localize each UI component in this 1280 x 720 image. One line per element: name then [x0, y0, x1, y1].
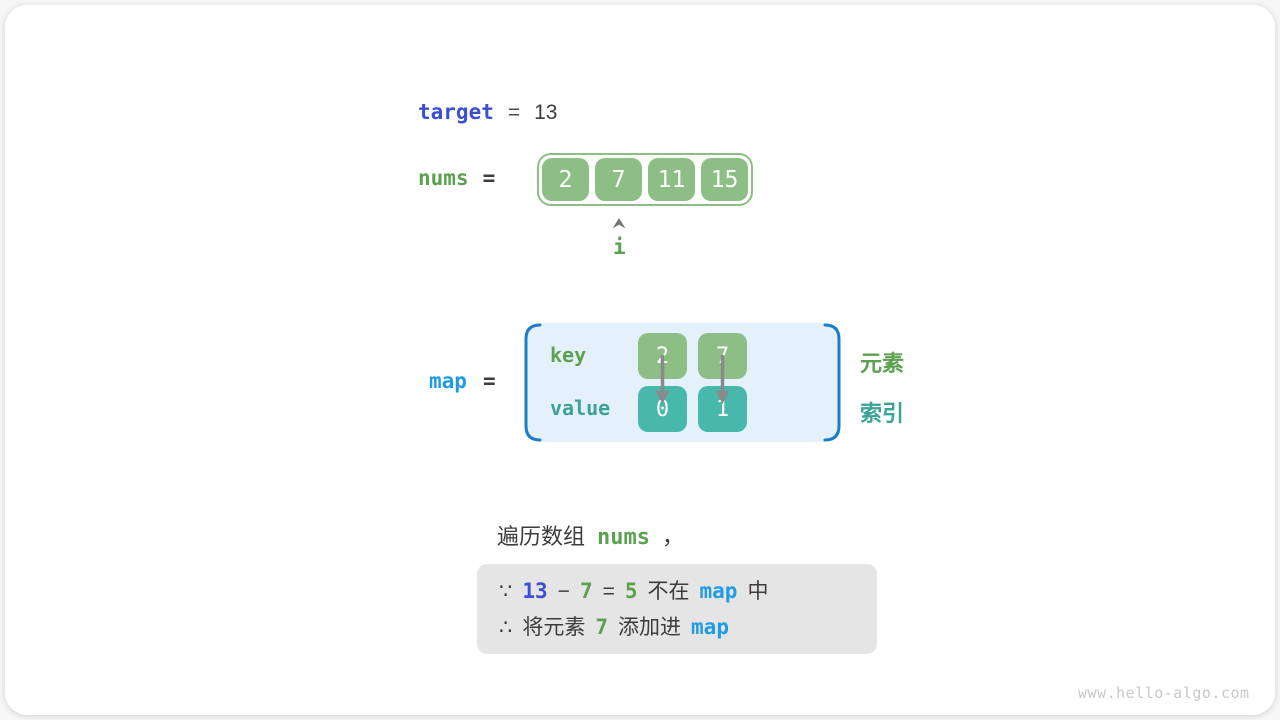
- in-suffix: 中: [747, 580, 769, 603]
- caption-line: 遍历数组 nums ，: [497, 519, 684, 551]
- map-value-row-label: value: [550, 396, 611, 420]
- add-prefix: 将元素: [522, 616, 586, 639]
- add-action: 添加进: [618, 616, 682, 639]
- index-pointer-caret-icon: [611, 217, 627, 229]
- index-side-label: 索引: [860, 401, 905, 426]
- map-expression: map =: [429, 369, 496, 393]
- element-side-label: 元素: [860, 351, 905, 376]
- array-cell: 2: [542, 158, 589, 201]
- target-expression: target = 13: [418, 100, 557, 125]
- watermark: www.hello-algo.com: [1078, 684, 1250, 702]
- equals-sign: =: [507, 101, 521, 124]
- nums-variable: nums: [418, 166, 469, 190]
- added-number: 7: [595, 615, 609, 639]
- target-value: 13: [534, 101, 558, 124]
- map-key-cell: 2: [638, 333, 687, 379]
- map-variable: map: [429, 369, 467, 393]
- note-box: ∵ 13 − 7 = 5 不在 map 中 ∴ 将元素 7 添加进 map: [477, 564, 877, 654]
- caption-prefix: 遍历数组: [497, 524, 586, 549]
- map-right-bracket: [823, 323, 841, 442]
- nums-expression: nums =: [418, 166, 495, 190]
- map-value-cell: 1: [698, 386, 747, 432]
- map-key-row-label: key: [550, 343, 587, 367]
- array-cell: 11: [648, 158, 695, 201]
- map-code: map: [699, 579, 738, 603]
- equals-sign: =: [482, 166, 496, 190]
- not-in-text: 不在: [647, 580, 690, 603]
- array-cell: 15: [701, 158, 748, 201]
- difference: 5: [624, 579, 638, 603]
- equals-sign: =: [602, 580, 615, 603]
- map-code: map: [691, 615, 729, 639]
- therefore-symbol: ∴: [499, 616, 513, 639]
- map-value-cell: 0: [638, 386, 687, 432]
- minus-sign: −: [557, 580, 570, 603]
- equals-sign: =: [482, 369, 496, 393]
- subtrahend: 7: [579, 579, 593, 603]
- map-key-cell: 7: [698, 333, 747, 379]
- caption-nums-code: nums: [597, 525, 650, 550]
- caption-comma: ，: [662, 524, 685, 549]
- diagram-card: target = 13 nums = 2 7 11 15 i map = key…: [5, 5, 1275, 715]
- note-line-because: ∵ 13 − 7 = 5 不在 map 中: [499, 575, 877, 608]
- because-symbol: ∵: [499, 580, 513, 603]
- minuend: 13: [522, 579, 548, 603]
- array-cell: 7: [595, 158, 642, 201]
- index-pointer-label: i: [613, 235, 626, 259]
- note-line-therefore: ∴ 将元素 7 添加进 map: [499, 611, 877, 644]
- nums-array: 2 7 11 15: [537, 153, 753, 206]
- map-left-bracket: [524, 323, 542, 442]
- target-variable: target: [418, 100, 494, 124]
